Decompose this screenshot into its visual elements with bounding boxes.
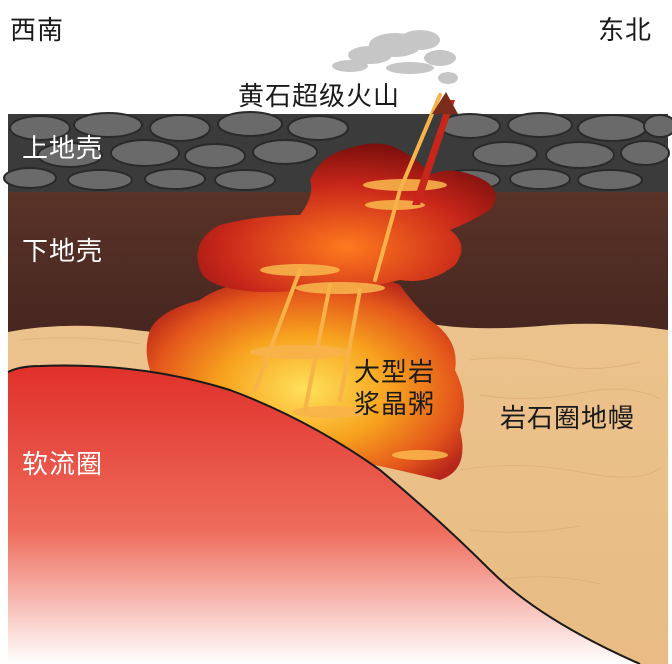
direction-southwest-label: 西南 [10, 16, 65, 46]
volcanic-conduit [412, 100, 455, 205]
magma-sills [250, 179, 448, 460]
volcano-label: 黄石超级火山 [238, 82, 401, 112]
asthenosphere-dome [8, 365, 640, 664]
volcanic-plume [332, 30, 458, 84]
magma-mush-label-line2: 浆晶粥 [354, 390, 436, 420]
magma-dikes [253, 93, 442, 412]
volcano-cone [432, 92, 458, 114]
asthenosphere-label: 软流圈 [22, 450, 104, 480]
magma-mush-label-line1: 大型岩 [354, 358, 436, 388]
lithospheric-mantle-label: 岩石圈地幔 [500, 404, 636, 434]
upper-crust-label: 上地壳 [22, 134, 104, 164]
asthenosphere-boundary [7, 364, 641, 664]
lower-crust-label: 下地壳 [22, 237, 104, 267]
direction-northeast-label: 东北 [598, 16, 653, 46]
mantle-texture [19, 337, 661, 585]
magma-mush-body [146, 278, 464, 480]
magma-system [146, 93, 496, 480]
